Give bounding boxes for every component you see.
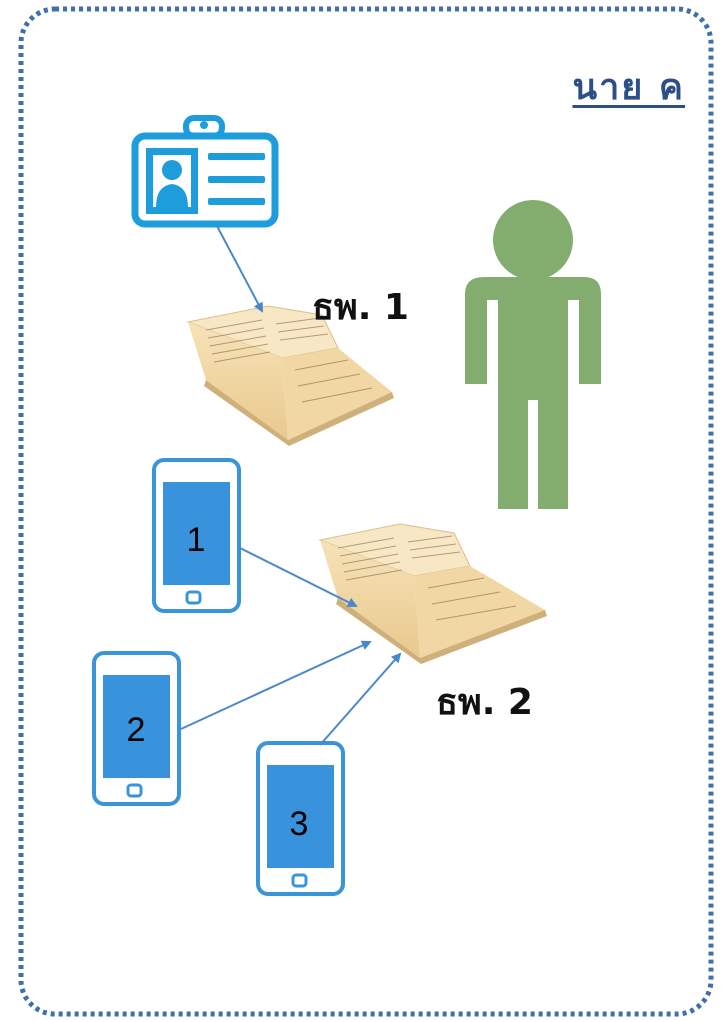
phone-1-icon: 1 xyxy=(152,458,241,613)
arrow-phone-2-to-passbook-2 xyxy=(180,640,372,730)
id-card-icon xyxy=(131,115,279,228)
hospital-1-label: ธพ. 1 xyxy=(312,287,409,328)
arrow-id-card-to-passbook-1 xyxy=(216,225,263,313)
arrow-phone-3-to-passbook-2 xyxy=(319,652,402,746)
phone-1-number: 1 xyxy=(187,521,206,559)
page-title: นาย ค xyxy=(572,67,685,108)
passbook-1-icon xyxy=(186,305,394,446)
hospital-2-label: ธพ. 2 xyxy=(436,682,533,723)
phone-2-number: 2 xyxy=(127,711,146,749)
passbook-2-icon xyxy=(318,523,547,664)
dotted-border-frame xyxy=(18,6,714,1017)
person-icon xyxy=(465,200,601,509)
phone-2-icon: 2 xyxy=(92,651,181,806)
arrow-phone-1-to-passbook-2 xyxy=(239,547,358,607)
phone-3-number: 3 xyxy=(290,805,309,843)
phone-3-icon: 3 xyxy=(256,741,345,896)
